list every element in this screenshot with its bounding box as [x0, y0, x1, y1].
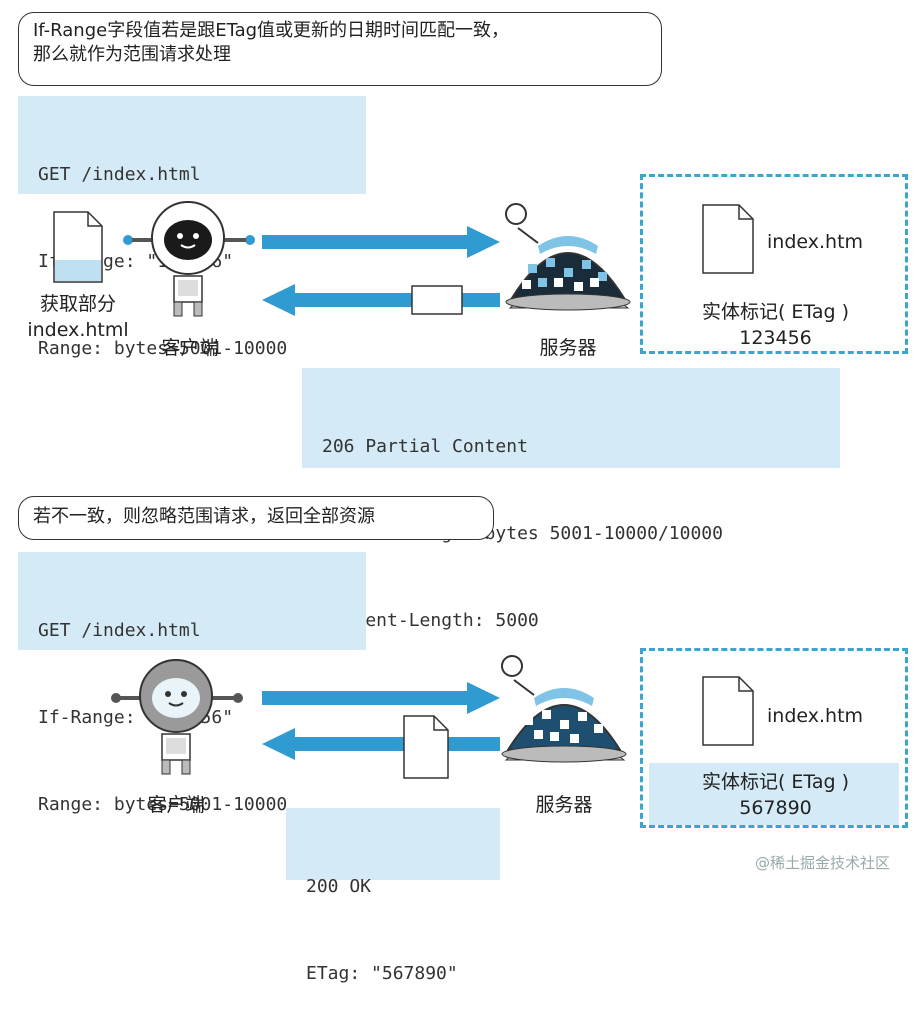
bottom-request-line-3: Range: bytes=5001-10000 — [38, 794, 288, 815]
top-request-box: GET /index.html If-Range: "123456" Range… — [18, 96, 366, 359]
top-resource-box: index.htm 实体标记( ETag ) 123456 — [640, 174, 908, 354]
client-robot-icon — [123, 201, 255, 317]
bottom-resource-box: index.htm 实体标记( ETag ) 567890 — [640, 648, 908, 828]
top-request-line-1: GET /index.html — [38, 164, 201, 185]
top-response-line-1: 206 Partial Content — [322, 436, 528, 457]
top-request-line-3: Range: bytes=5001-10000 — [38, 338, 288, 359]
top-request-arrow — [262, 226, 500, 258]
top-etag-value: 123456 — [739, 327, 812, 349]
server-robot-icon — [501, 655, 627, 763]
bottom-response-box: 200 OK ETag: "567890" — [286, 808, 500, 984]
server-robot-icon — [505, 203, 631, 311]
bottom-server-label: 服务器 — [535, 794, 593, 816]
partial-file-icon — [53, 211, 103, 283]
top-note-bubble: If-Range字段值若是跟ETag值或更新的日期时间匹配一致， 那么就作为范围… — [18, 12, 662, 86]
top-client-label: 客户端 — [161, 337, 219, 359]
bottom-response-arrow — [262, 728, 500, 760]
client-file-label-line-1: 获取部分 — [39, 293, 116, 315]
top-response-arrow — [262, 284, 500, 316]
top-note-line-1: If-Range字段值若是跟ETag值或更新的日期时间匹配一致， — [33, 20, 510, 41]
top-etag-label: 实体标记( ETag ) — [701, 301, 850, 323]
top-response-line-3: Content-Length: 5000 — [322, 610, 539, 631]
bottom-note-bubble: 若不一致，则忽略范围请求，返回全部资源 — [18, 496, 494, 540]
bottom-client-label: 客户端 — [147, 794, 205, 816]
resource-file-icon — [702, 204, 754, 274]
bottom-resource-name: index.htm — [767, 705, 864, 727]
top-note-line-2: 那么就作为范围请求处理 — [33, 44, 231, 65]
top-response-box: 206 Partial Content Content-Range: bytes… — [302, 368, 840, 631]
bottom-etag-label: 实体标记( ETag ) — [701, 771, 850, 793]
bottom-request-box: GET /index.html If-Range: "123456" Range… — [18, 552, 366, 815]
resource-file-icon — [702, 676, 754, 746]
top-server-label: 服务器 — [539, 337, 597, 359]
watermark: @稀土掘金技术社区 — [754, 854, 890, 872]
client-file-label: 获取部分 index.html — [14, 291, 142, 343]
bottom-note-text: 若不一致，则忽略范围请求，返回全部资源 — [33, 506, 375, 527]
full-file-icon — [403, 715, 449, 779]
client-robot-icon — [111, 659, 243, 775]
bottom-etag-value: 567890 — [739, 797, 812, 819]
bottom-response-line-2: ETag: "567890" — [306, 963, 458, 984]
bottom-etag-highlight — [649, 763, 899, 825]
bottom-request-line-1: GET /index.html — [38, 620, 201, 641]
client-file-label-line-2: index.html — [27, 319, 129, 341]
bottom-request-arrow — [262, 682, 500, 714]
top-resource-name: index.htm — [767, 231, 864, 253]
